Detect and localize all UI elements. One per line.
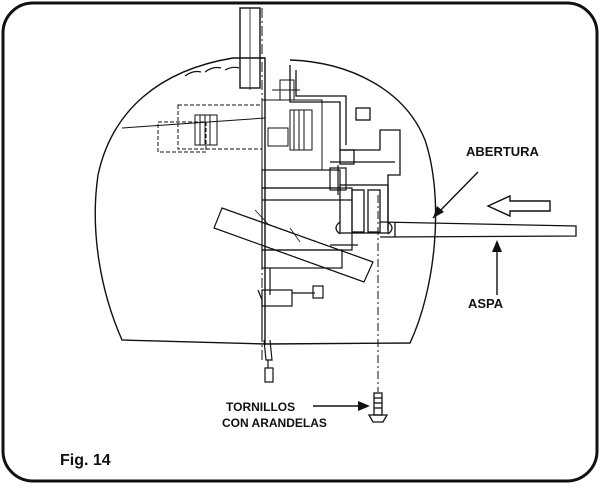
figure-frame: [1, 1, 599, 483]
blade-mount: [330, 184, 393, 246]
label-con-arandelas: CON ARANDELAS: [222, 416, 327, 430]
label-aspa: ASPA: [468, 296, 504, 311]
housing-bracket: [289, 65, 401, 230]
label-abertura: ABERTURA: [466, 144, 539, 159]
label-tornillos: TORNILLOS: [226, 400, 296, 414]
figure-label: Fig. 14: [60, 452, 111, 469]
motor-assembly: [157, 79, 323, 171]
housing-outline: [94, 57, 266, 345]
motor-core: [261, 165, 353, 307]
blade: [379, 221, 577, 238]
screw-with-washer: [367, 392, 389, 423]
housing-outline-right: [264, 59, 437, 345]
pull-chain-hardware: [257, 289, 274, 383]
insert-direction-arrow: [486, 194, 551, 218]
vent-slots: [184, 66, 240, 77]
housing-rim: [121, 117, 266, 129]
